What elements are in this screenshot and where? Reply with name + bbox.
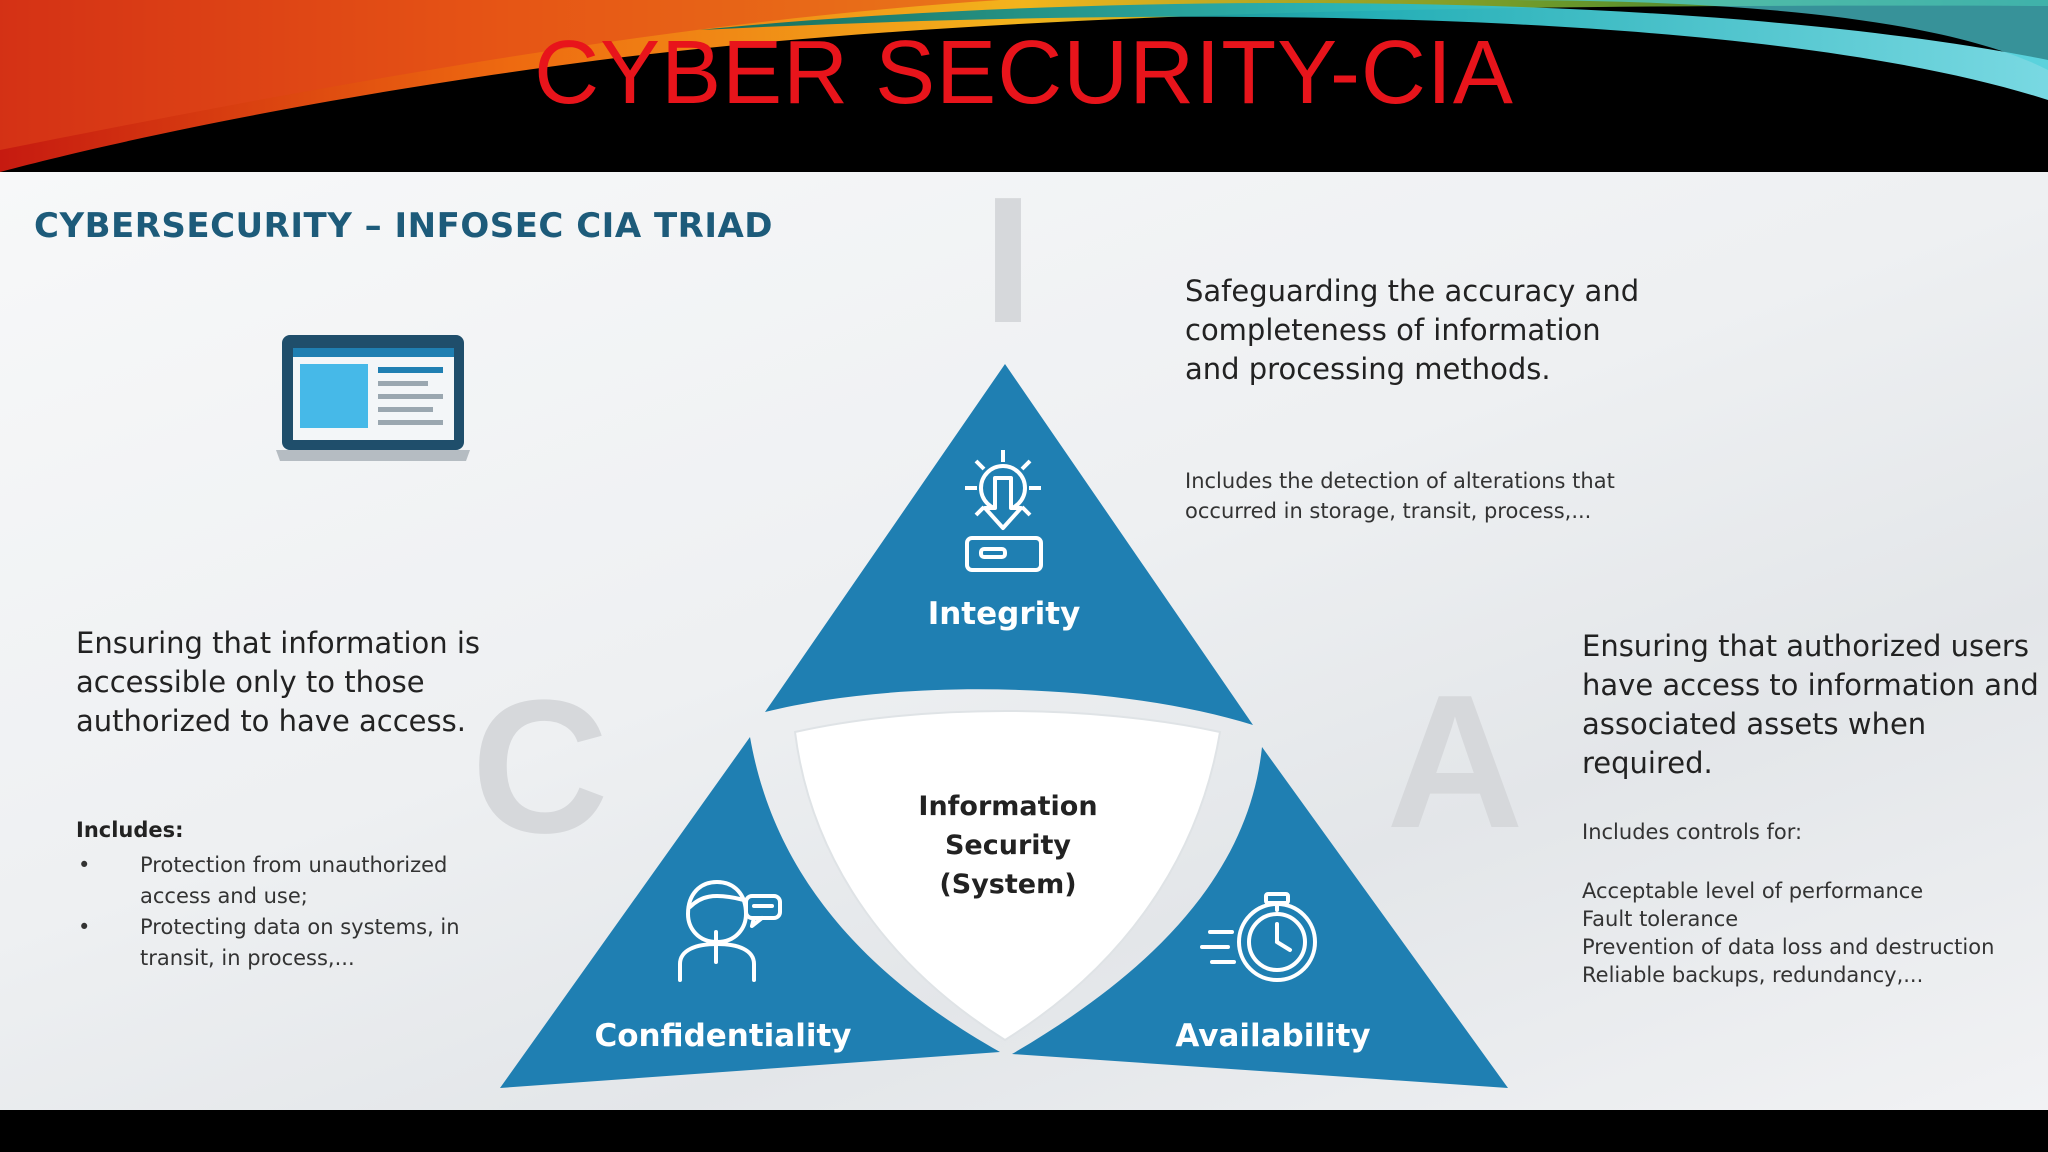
integrity-segment [765,364,1253,725]
integrity-label: Integrity [928,596,1081,632]
gear-download-icon [965,450,1043,572]
integrity-description: Safeguarding the accuracy and completene… [1185,274,1640,386]
person-secret-icon [678,880,782,982]
list-item: Acceptable level of performance [1582,879,1924,903]
confidentiality-includes-list: Protection from unauthorized access and … [76,850,506,974]
integrity-details: Includes the detection of alterations th… [1185,469,1615,523]
header-swoosh [0,0,2048,172]
bottom-bar [0,1110,2048,1152]
availability-description: Ensuring that authorized users have acce… [1582,629,2039,780]
center-label-line-1: Information [918,791,1097,822]
list-item: Protecting data on systems, in transit, … [76,912,506,974]
laptop-icon [276,335,470,461]
availability-includes-title: Includes controls for: [1582,820,1803,844]
diagram-content: I C A [0,172,2048,1110]
list-item: Fault tolerance [1582,907,1739,931]
list-item: Prevention of data loss and destruction [1582,935,1995,959]
watermark-letter-i: I [983,172,1033,361]
watermark-letter-a: A [1386,656,1523,868]
watermark-letter-c: C [471,661,608,873]
confidentiality-includes-title: Includes: [76,818,184,842]
center-shield [793,710,1222,1042]
availability-controls-list: Acceptable level of performance Fault to… [1582,877,2012,989]
confidentiality-label: Confidentiality [594,1018,851,1054]
confidentiality-description: Ensuring that information is accessible … [76,626,481,738]
stopwatch-icon [1200,892,1317,982]
slide-title: CYBER SECURITY-CIA [534,23,1514,123]
center-label-line-3: (System) [939,869,1076,900]
slide-header: CYBER SECURITY-CIA [0,0,2048,172]
list-item: Protection from unauthorized access and … [76,850,506,912]
center-label-line-2: Security [945,830,1071,861]
diagram-title: CYBERSECURITY – INFOSEC CIA TRIAD [34,206,774,246]
cia-triad-diagram: I C A [276,172,1524,1088]
confidentiality-segment [500,737,1000,1088]
availability-label: Availability [1175,1018,1370,1054]
list-item: Reliable backups, redundancy,... [1582,963,1924,987]
